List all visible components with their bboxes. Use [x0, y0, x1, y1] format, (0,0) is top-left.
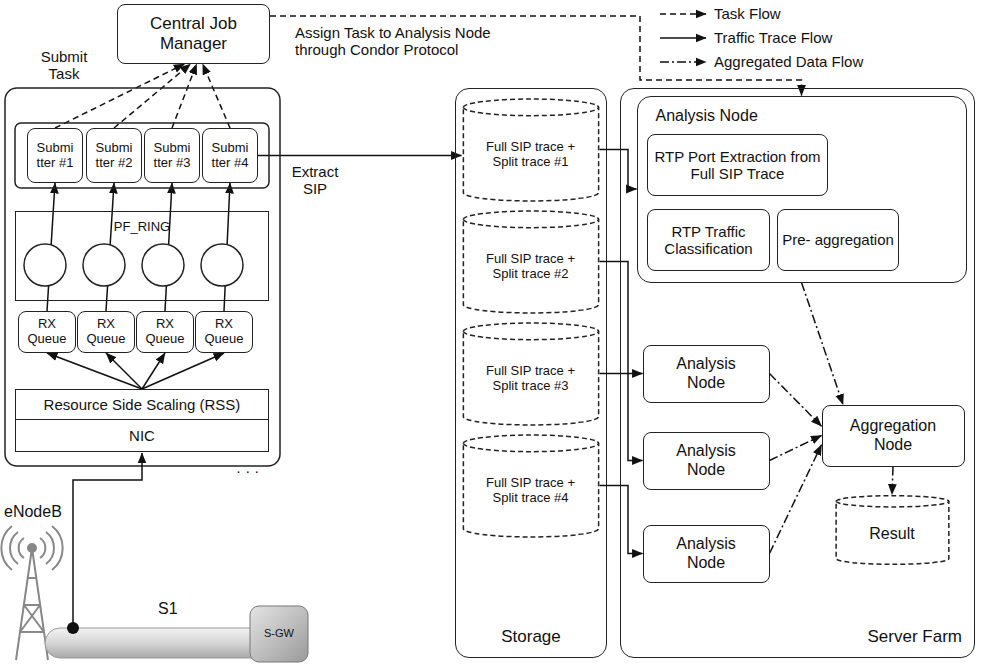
- node-text: Aggregation Node: [843, 417, 943, 454]
- node-text: Analysis Node: [666, 535, 746, 572]
- trace-cylinder: Full SIP trace + Split trace #4: [462, 434, 600, 538]
- sgw-icon: [250, 606, 308, 662]
- node-text: Submi tter #1: [30, 141, 80, 171]
- node-text: RTP Port Extraction from Full SIP Trace: [650, 148, 825, 183]
- text-label: S-GW: [250, 627, 308, 640]
- node-text: Full SIP trace + Split trace #4: [485, 476, 577, 506]
- node-text: Resource Side Scaling (RSS): [44, 396, 241, 413]
- node-text: Pre- aggregation: [782, 231, 894, 248]
- flow-arrow: [770, 436, 822, 461]
- result-cylinder: Result: [835, 495, 950, 565]
- node-text: Central Job Manager: [134, 14, 254, 53]
- ring-slot: [24, 244, 66, 286]
- node-text: Server Farm: [868, 627, 962, 647]
- manager-box: Central Job Manager: [117, 4, 270, 64]
- flow-arrow: [258, 155, 462, 157]
- analysis-node-box: Analysis Node: [643, 345, 770, 403]
- node-text: Analysis Node: [656, 107, 758, 125]
- rx-queue-box: RX Queue: [77, 311, 135, 353]
- flow-arrow: [114, 64, 190, 128]
- process-box: RTP Traffic Classification: [647, 209, 770, 271]
- aggregation-node-box: Aggregation Node: [822, 405, 965, 467]
- rx-queue-box: RX Queue: [195, 311, 253, 353]
- ring-slot: [83, 244, 125, 286]
- node-text: RX Queue: [139, 317, 191, 347]
- node-text: NIC: [129, 427, 155, 444]
- legend-sample: [660, 37, 706, 39]
- node-text: RX Queue: [21, 317, 73, 347]
- node-text: Analysis Node: [666, 355, 746, 392]
- flow-arrow: [172, 64, 197, 128]
- node-text: Submi tter #4: [205, 141, 255, 171]
- node-text: Result: [869, 525, 914, 543]
- flow-arrow: [203, 64, 230, 128]
- trace-cylinder: Full SIP trace + Split trace #3: [462, 322, 600, 426]
- flow-arrow: [600, 486, 643, 554]
- text-label: · · ·: [236, 462, 259, 479]
- node-text: Submi tter #3: [147, 141, 197, 171]
- legend-sample: [660, 61, 706, 63]
- text-label: Submit Task: [36, 48, 92, 83]
- text-label: eNodeB: [4, 503, 62, 521]
- tap-point: [67, 622, 79, 634]
- node-text: Storage: [456, 627, 606, 647]
- server-farm-panel: Server FarmAnalysis NodeRTP Port Extract…: [620, 88, 975, 658]
- submitter-box: Submi tter #4: [202, 128, 258, 183]
- rx-queue-box: RX Queue: [18, 311, 76, 353]
- node-text: PF_RING: [16, 220, 268, 235]
- flow-arrow: [47, 353, 142, 389]
- node-text: RX Queue: [198, 317, 250, 347]
- analysis-node-box: Analysis NodeRTP Port Extraction from Fu…: [637, 96, 967, 283]
- flow-arrow: [892, 467, 893, 495]
- tap-line: [73, 453, 142, 628]
- node-text: Full SIP trace + Split trace #1: [485, 140, 577, 170]
- node-text: Full SIP trace + Split trace #3: [485, 364, 577, 394]
- flow-arrow: [802, 283, 844, 405]
- submitter-box: Submi tter #1: [27, 128, 83, 183]
- submitter-group: [15, 123, 269, 188]
- legend-text: Traffic Trace Flow: [714, 29, 832, 46]
- text-label: S1: [158, 600, 178, 618]
- legend-sample: [660, 13, 706, 15]
- rss-box: Resource Side Scaling (RSS): [15, 389, 269, 420]
- analysis-node-box: Analysis Node: [643, 432, 770, 490]
- ring-slot: [142, 244, 184, 286]
- node-text: RX Queue: [80, 317, 132, 347]
- process-box: Pre- aggregation: [777, 209, 899, 271]
- submitter-box: Submi tter #3: [144, 128, 200, 183]
- node-text: Full SIP trace + Split trace #2: [485, 252, 577, 282]
- text-label: Assign Task to Analysis Node through Con…: [295, 24, 527, 59]
- flow-arrow: [600, 150, 637, 190]
- flow-arrow: [106, 353, 142, 389]
- ring-slot: [201, 244, 243, 286]
- submitter-box: Submi tter #2: [86, 128, 142, 183]
- node-text: Analysis Node: [666, 442, 746, 479]
- flow-arrow: [142, 353, 224, 389]
- capture-server-box: [5, 88, 280, 466]
- flow-arrow: [770, 374, 822, 427]
- node-text: RTP Traffic Classification: [650, 223, 767, 258]
- process-box: RTP Port Extraction from Full SIP Trace: [647, 134, 828, 196]
- flow-arrow: [770, 445, 822, 554]
- legend-text: Aggregated Data Flow: [714, 53, 863, 70]
- nic-box: NIC: [15, 419, 269, 452]
- trace-cylinder: Full SIP trace + Split trace #2: [462, 210, 600, 314]
- flow-arrow: [600, 262, 643, 374]
- rx-queue-box: RX Queue: [136, 311, 194, 353]
- text-label: Extract SIP: [283, 163, 347, 198]
- analysis-node-box: Analysis Node: [643, 525, 770, 583]
- storage-panel: Storage Full SIP trace + Split trace #1 Fu…: [455, 88, 607, 658]
- flow-arrow: [600, 374, 643, 461]
- trace-cylinder: Full SIP trace + Split trace #1: [462, 98, 600, 202]
- legend-text: Task Flow: [714, 5, 781, 22]
- pf-ring-box: PF_RING: [15, 211, 269, 301]
- node-text: Submi tter #2: [89, 141, 139, 171]
